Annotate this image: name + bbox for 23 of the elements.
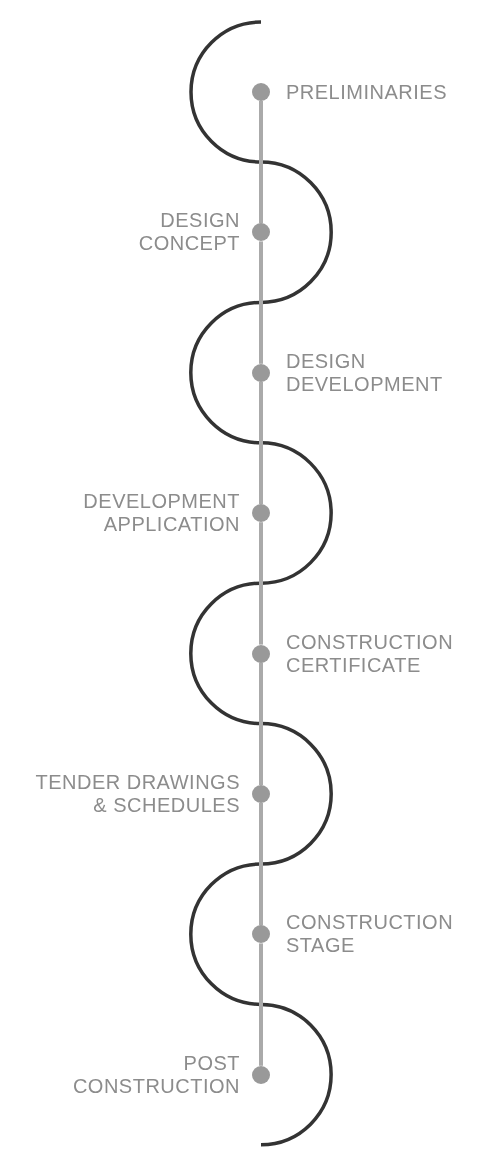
connector-line xyxy=(259,522,263,645)
stage-label: DESIGN DEVELOPMENT xyxy=(286,349,444,396)
connector-line xyxy=(259,943,263,1066)
stage-label: CONSTRUCTION CERTIFICATE xyxy=(286,630,455,677)
milestone-dot xyxy=(252,644,270,663)
connector-line xyxy=(259,101,263,224)
milestone-dot xyxy=(252,363,270,382)
connector-line xyxy=(259,803,263,926)
connector-line xyxy=(259,662,263,785)
milestone-dot xyxy=(252,925,270,944)
stage-label: POST CONSTRUCTION xyxy=(71,1051,240,1098)
stage-label: DESIGN CONCEPT xyxy=(137,209,240,256)
milestone-dot xyxy=(252,83,270,101)
stage-label: PRELIMINARIES xyxy=(286,80,448,104)
milestone-dot xyxy=(252,1065,270,1084)
milestone-dot xyxy=(252,504,270,523)
stage-label: CONSTRUCTION STAGE xyxy=(286,911,455,958)
connector-line xyxy=(259,381,263,505)
milestone-dot xyxy=(252,223,270,242)
stage-label: TENDER DRAWINGS & SCHEDULES xyxy=(35,771,240,817)
stage-label: DEVELOPMENT APPLICATION xyxy=(82,490,240,537)
connector-line xyxy=(259,241,263,364)
milestone-dot xyxy=(252,785,270,803)
